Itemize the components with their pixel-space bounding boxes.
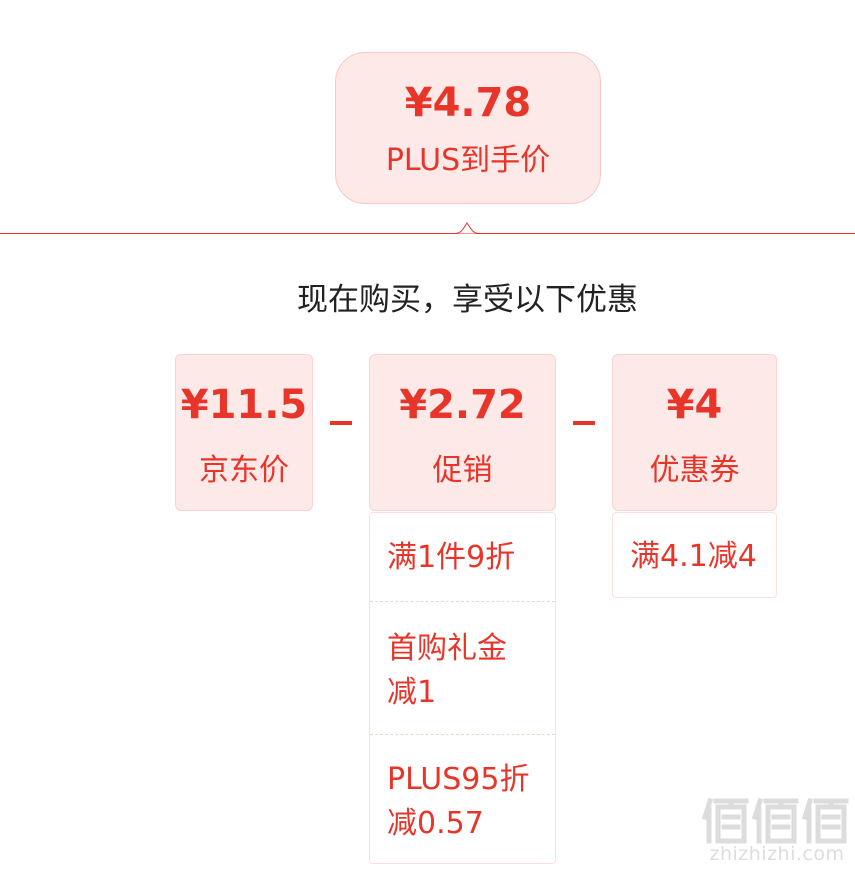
site-watermark: zhizhizhi.com xyxy=(702,795,852,875)
promotion-detail-line: 减0.57 xyxy=(387,806,484,841)
plus-final-price: ¥4.78 xyxy=(404,80,532,126)
promotion-detail-item: 满1件9折 xyxy=(370,536,555,580)
coupon-card: ¥4 优惠券 xyxy=(612,354,777,511)
promotion-card: ¥2.72 促销 xyxy=(369,354,556,511)
promotion-detail-line: 首购礼金 xyxy=(387,631,507,666)
promotion-detail-line: 满1件9折 xyxy=(387,540,516,575)
promotion-detail-line: 减1 xyxy=(387,675,437,710)
promotion-value: ¥2.72 xyxy=(399,382,526,428)
promotion-detail-item: PLUS95折 减0.57 xyxy=(370,758,555,846)
promotion-detail-line: PLUS95折 xyxy=(387,762,530,797)
jd-price-value: ¥11.5 xyxy=(180,382,308,428)
promotion-detail-item: 首购礼金 减1 xyxy=(370,627,555,715)
coupon-detail-line: 满4.1减4 xyxy=(630,539,757,574)
discount-heading: 现在购买，享受以下优惠 xyxy=(297,282,638,318)
coupon-value: ¥4 xyxy=(666,382,723,428)
plus-final-price-label: PLUS到手价 xyxy=(385,143,551,178)
minus-sign-1 xyxy=(330,421,352,425)
watermark-logo-icon xyxy=(702,797,849,844)
minus-sign-2 xyxy=(573,421,595,425)
coupon-label: 优惠券 xyxy=(649,453,740,488)
promotion-label: 促销 xyxy=(432,453,493,488)
divider-pointer-notch xyxy=(446,222,488,235)
watermark-site-text: zhizhizhi.com xyxy=(709,843,845,865)
detail-separator xyxy=(370,601,555,602)
divider-line xyxy=(0,233,855,234)
plus-final-price-box: ¥4.78 PLUS到手价 xyxy=(335,52,601,204)
coupon-details-list: 满4.1减4 xyxy=(612,512,777,598)
jd-price-card: ¥11.5 京东价 xyxy=(175,354,313,511)
jd-price-label: 京东价 xyxy=(199,453,289,488)
detail-separator xyxy=(370,734,555,735)
promotion-details-list: 满1件9折 首购礼金 减1 PLUS95折 减0.57 xyxy=(369,512,556,864)
coupon-detail-item: 满4.1减4 xyxy=(613,535,776,579)
